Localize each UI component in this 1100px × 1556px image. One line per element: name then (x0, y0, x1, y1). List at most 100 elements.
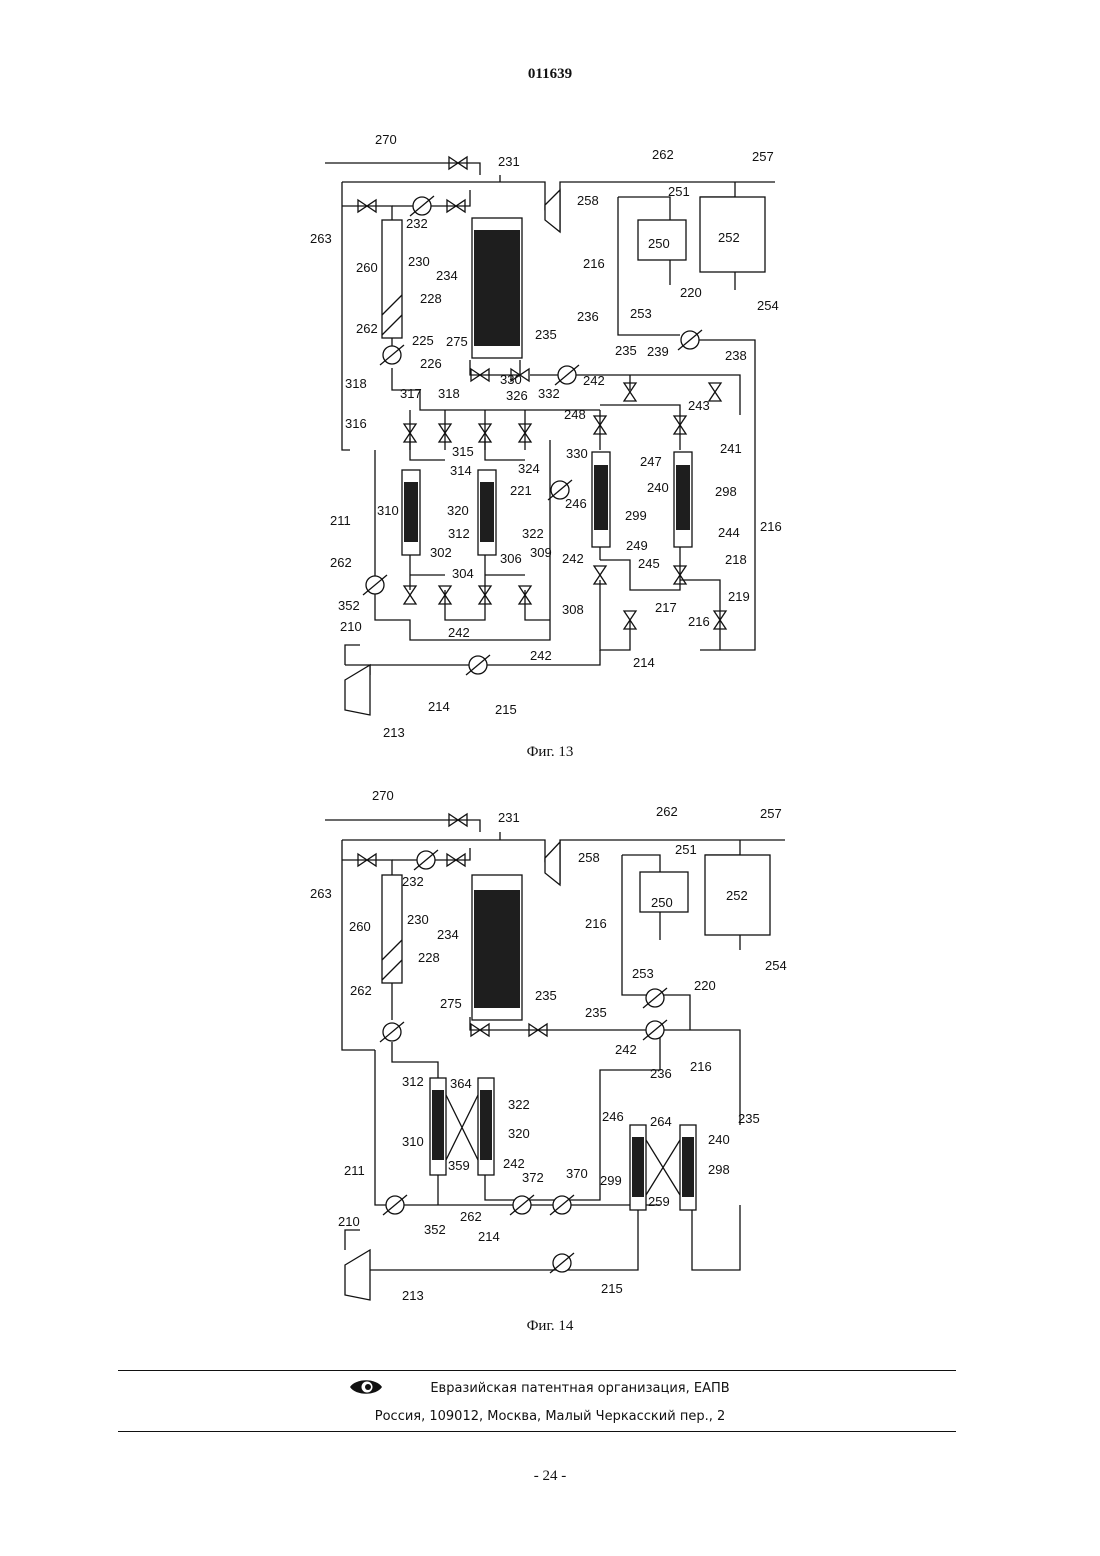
ref-label: 254 (765, 958, 787, 973)
ref-label: 262 (330, 555, 352, 570)
ref-label: 275 (446, 334, 468, 349)
ref-label: 236 (577, 309, 599, 324)
ref-label: 263 (310, 231, 332, 246)
ref-label: 216 (688, 614, 710, 629)
ref-label: 316 (345, 416, 367, 431)
ref-label: 322 (522, 526, 544, 541)
ref-label: 248 (564, 407, 586, 422)
ref-label: 330 (500, 372, 522, 387)
ref-label: 220 (694, 978, 716, 993)
ref-label: 232 (402, 874, 424, 889)
ref-label: 225 (412, 333, 434, 348)
ref-label: 242 (583, 373, 605, 388)
ref-label: 210 (340, 619, 362, 634)
ref-label: 270 (375, 132, 397, 147)
ref-label: 218 (725, 552, 747, 567)
ref-label: 239 (647, 344, 669, 359)
ref-label: 231 (498, 154, 520, 169)
ref-label: 330 (566, 446, 588, 461)
ref-label: 252 (726, 888, 748, 903)
ref-label: 236 (650, 1066, 672, 1081)
ref-label: 235 (535, 327, 557, 342)
ref-label: 251 (668, 184, 690, 199)
ref-label: 221 (510, 483, 532, 498)
ref-label: 359 (448, 1158, 470, 1173)
ref-label: 220 (680, 285, 702, 300)
ref-label: 314 (450, 463, 472, 478)
ref-label: 318 (438, 386, 460, 401)
ref-label: 250 (648, 236, 670, 251)
ref-label: 240 (647, 480, 669, 495)
ref-label: 322 (508, 1097, 530, 1112)
ref-label: 324 (518, 461, 540, 476)
ref-label: 251 (675, 842, 697, 857)
ref-label: 245 (638, 556, 660, 571)
ref-label: 299 (625, 508, 647, 523)
ref-label: 211 (330, 513, 351, 528)
ref-label: 242 (448, 625, 470, 640)
ref-label: 230 (408, 254, 430, 269)
ref-label: 235 (615, 343, 637, 358)
ref-label: 250 (651, 895, 673, 910)
ref-label: 242 (615, 1042, 637, 1057)
footer-rule-top (118, 1370, 956, 1371)
ref-label: 318 (345, 376, 367, 391)
ref-label: 216 (583, 256, 605, 271)
ref-label: 320 (508, 1126, 530, 1141)
ref-label: 262 (350, 983, 372, 998)
ref-label: 298 (708, 1162, 730, 1177)
ref-label: 228 (420, 291, 442, 306)
figure-14-diagram: 270 231 262 257 258 251 263 232 250 252 … (0, 780, 1100, 1320)
ref-label: 217 (655, 600, 677, 615)
ref-label: 235 (535, 988, 557, 1003)
ref-label: 258 (578, 850, 600, 865)
ref-label: 370 (566, 1166, 588, 1181)
ref-label: 262 (652, 147, 674, 162)
ref-label: 308 (562, 602, 584, 617)
ref-label: 232 (406, 216, 428, 231)
ref-label: 214 (633, 655, 655, 670)
ref-label: 241 (720, 441, 742, 456)
ref-label: 298 (715, 484, 737, 499)
ref-label: 257 (752, 149, 774, 164)
ref-label: 257 (760, 806, 782, 821)
footer-organization: Евразийская патентная организация, ЕАПВ (0, 1381, 1100, 1396)
ref-label: 214 (428, 699, 450, 714)
ref-label: 264 (650, 1114, 672, 1129)
footer-address: Россия, 109012, Москва, Малый Черкасский… (0, 1409, 1100, 1424)
patent-number: 011639 (0, 66, 1100, 83)
figure-14-caption: Фиг. 14 (0, 1318, 1100, 1335)
ref-label: 306 (500, 551, 522, 566)
ref-label: 312 (402, 1074, 424, 1089)
ref-label: 216 (585, 916, 607, 931)
ref-label: 246 (602, 1109, 624, 1124)
ref-label: 275 (440, 996, 462, 1011)
ref-label: 240 (708, 1132, 730, 1147)
ref-label: 364 (450, 1076, 472, 1091)
ref-label: 352 (424, 1222, 446, 1237)
ref-label: 235 (738, 1111, 760, 1126)
ref-label: 219 (728, 589, 750, 604)
ref-label: 226 (420, 356, 442, 371)
page-number: - 24 - (0, 1468, 1100, 1485)
fig13-equipment (345, 157, 765, 715)
ref-label: 254 (757, 298, 779, 313)
ref-label: 242 (530, 648, 552, 663)
ref-label: 234 (437, 927, 459, 942)
ref-label: 230 (407, 912, 429, 927)
ref-label: 317 (400, 386, 422, 401)
ref-label: 310 (377, 503, 399, 518)
ref-label: 312 (448, 526, 470, 541)
ref-label: 326 (506, 388, 528, 403)
ref-label: 235 (585, 1005, 607, 1020)
ref-label: 259 (648, 1194, 670, 1209)
ref-label: 242 (562, 551, 584, 566)
ref-label: 214 (478, 1229, 500, 1244)
ref-label: 210 (338, 1214, 360, 1229)
ref-label: 320 (447, 503, 469, 518)
ref-label: 213 (402, 1288, 424, 1303)
ref-label: 260 (349, 919, 371, 934)
ref-label: 238 (725, 348, 747, 363)
ref-label: 246 (565, 496, 587, 511)
ref-label: 262 (460, 1209, 482, 1224)
